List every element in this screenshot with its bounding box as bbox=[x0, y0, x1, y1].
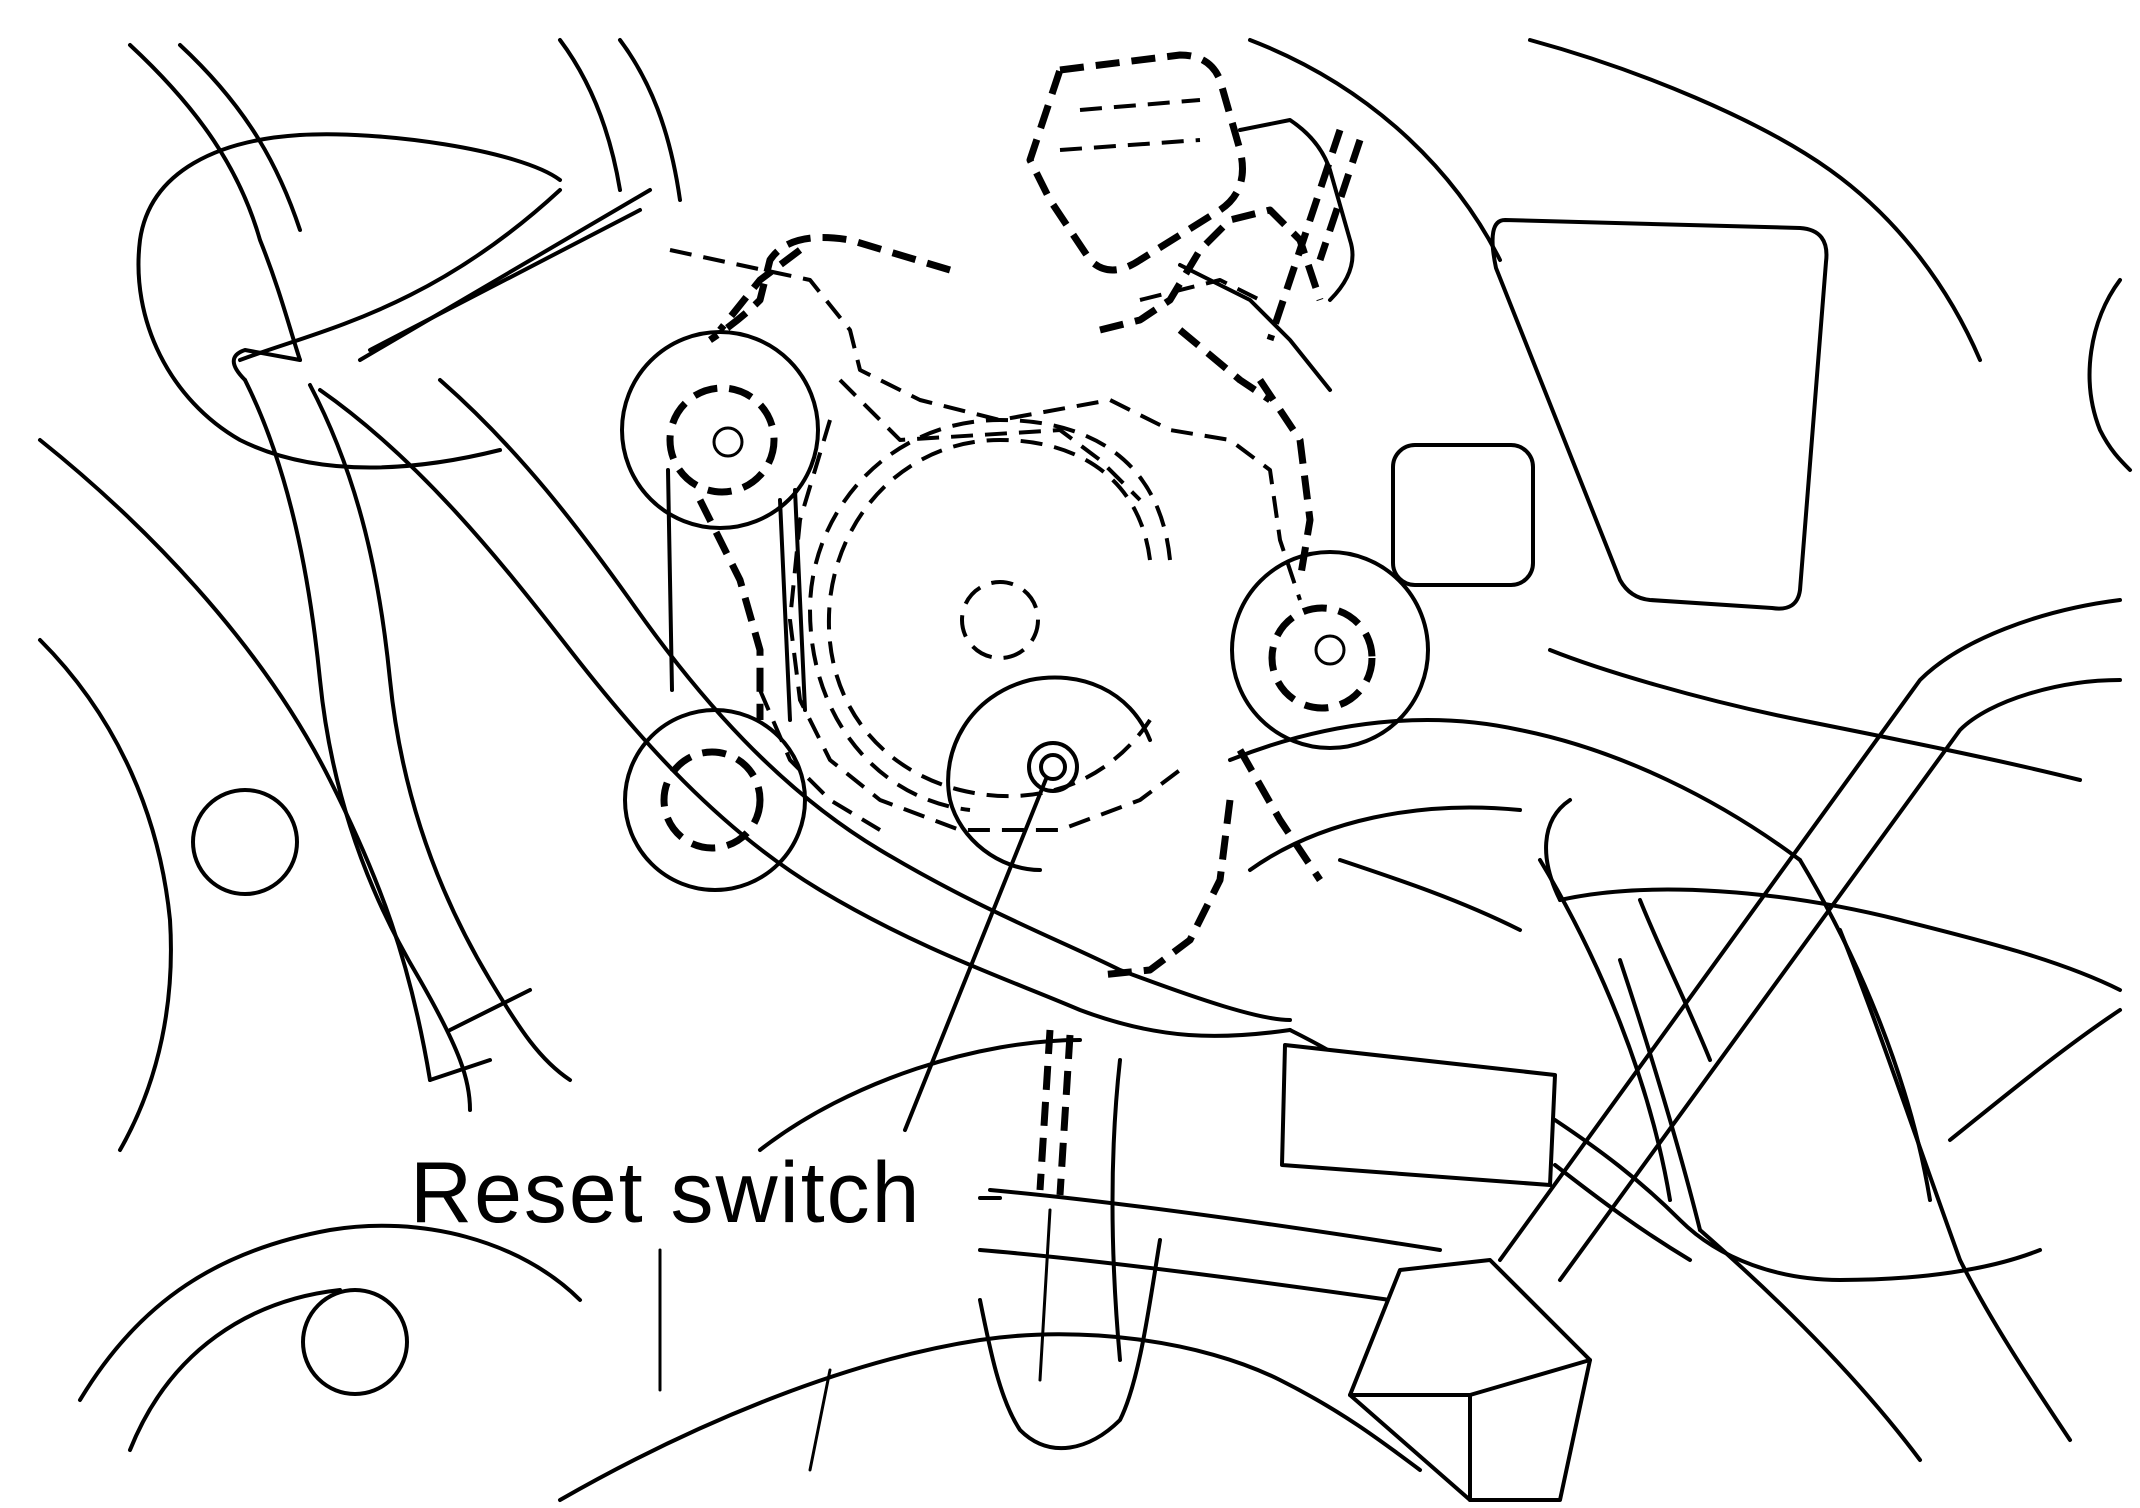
reset-switch-callout bbox=[903, 777, 1048, 1200]
window-channel bbox=[128, 38, 682, 1112]
callout-leader-line bbox=[903, 777, 1048, 1132]
door-panel-outline bbox=[38, 38, 2132, 1502]
reset-switch-label: Reset switch bbox=[410, 1145, 922, 1241]
lower-bracket bbox=[658, 1029, 1162, 1472]
panel-openings bbox=[1391, 218, 1829, 611]
motor-assembly-hidden bbox=[669, 51, 1364, 979]
panel-holes bbox=[191, 788, 409, 1396]
mounting-bolts bbox=[620, 330, 1430, 892]
window-regulator-rod bbox=[978, 598, 2122, 1302]
screwdriver-tool bbox=[1348, 1258, 1592, 1502]
door-harness bbox=[318, 378, 2042, 1282]
